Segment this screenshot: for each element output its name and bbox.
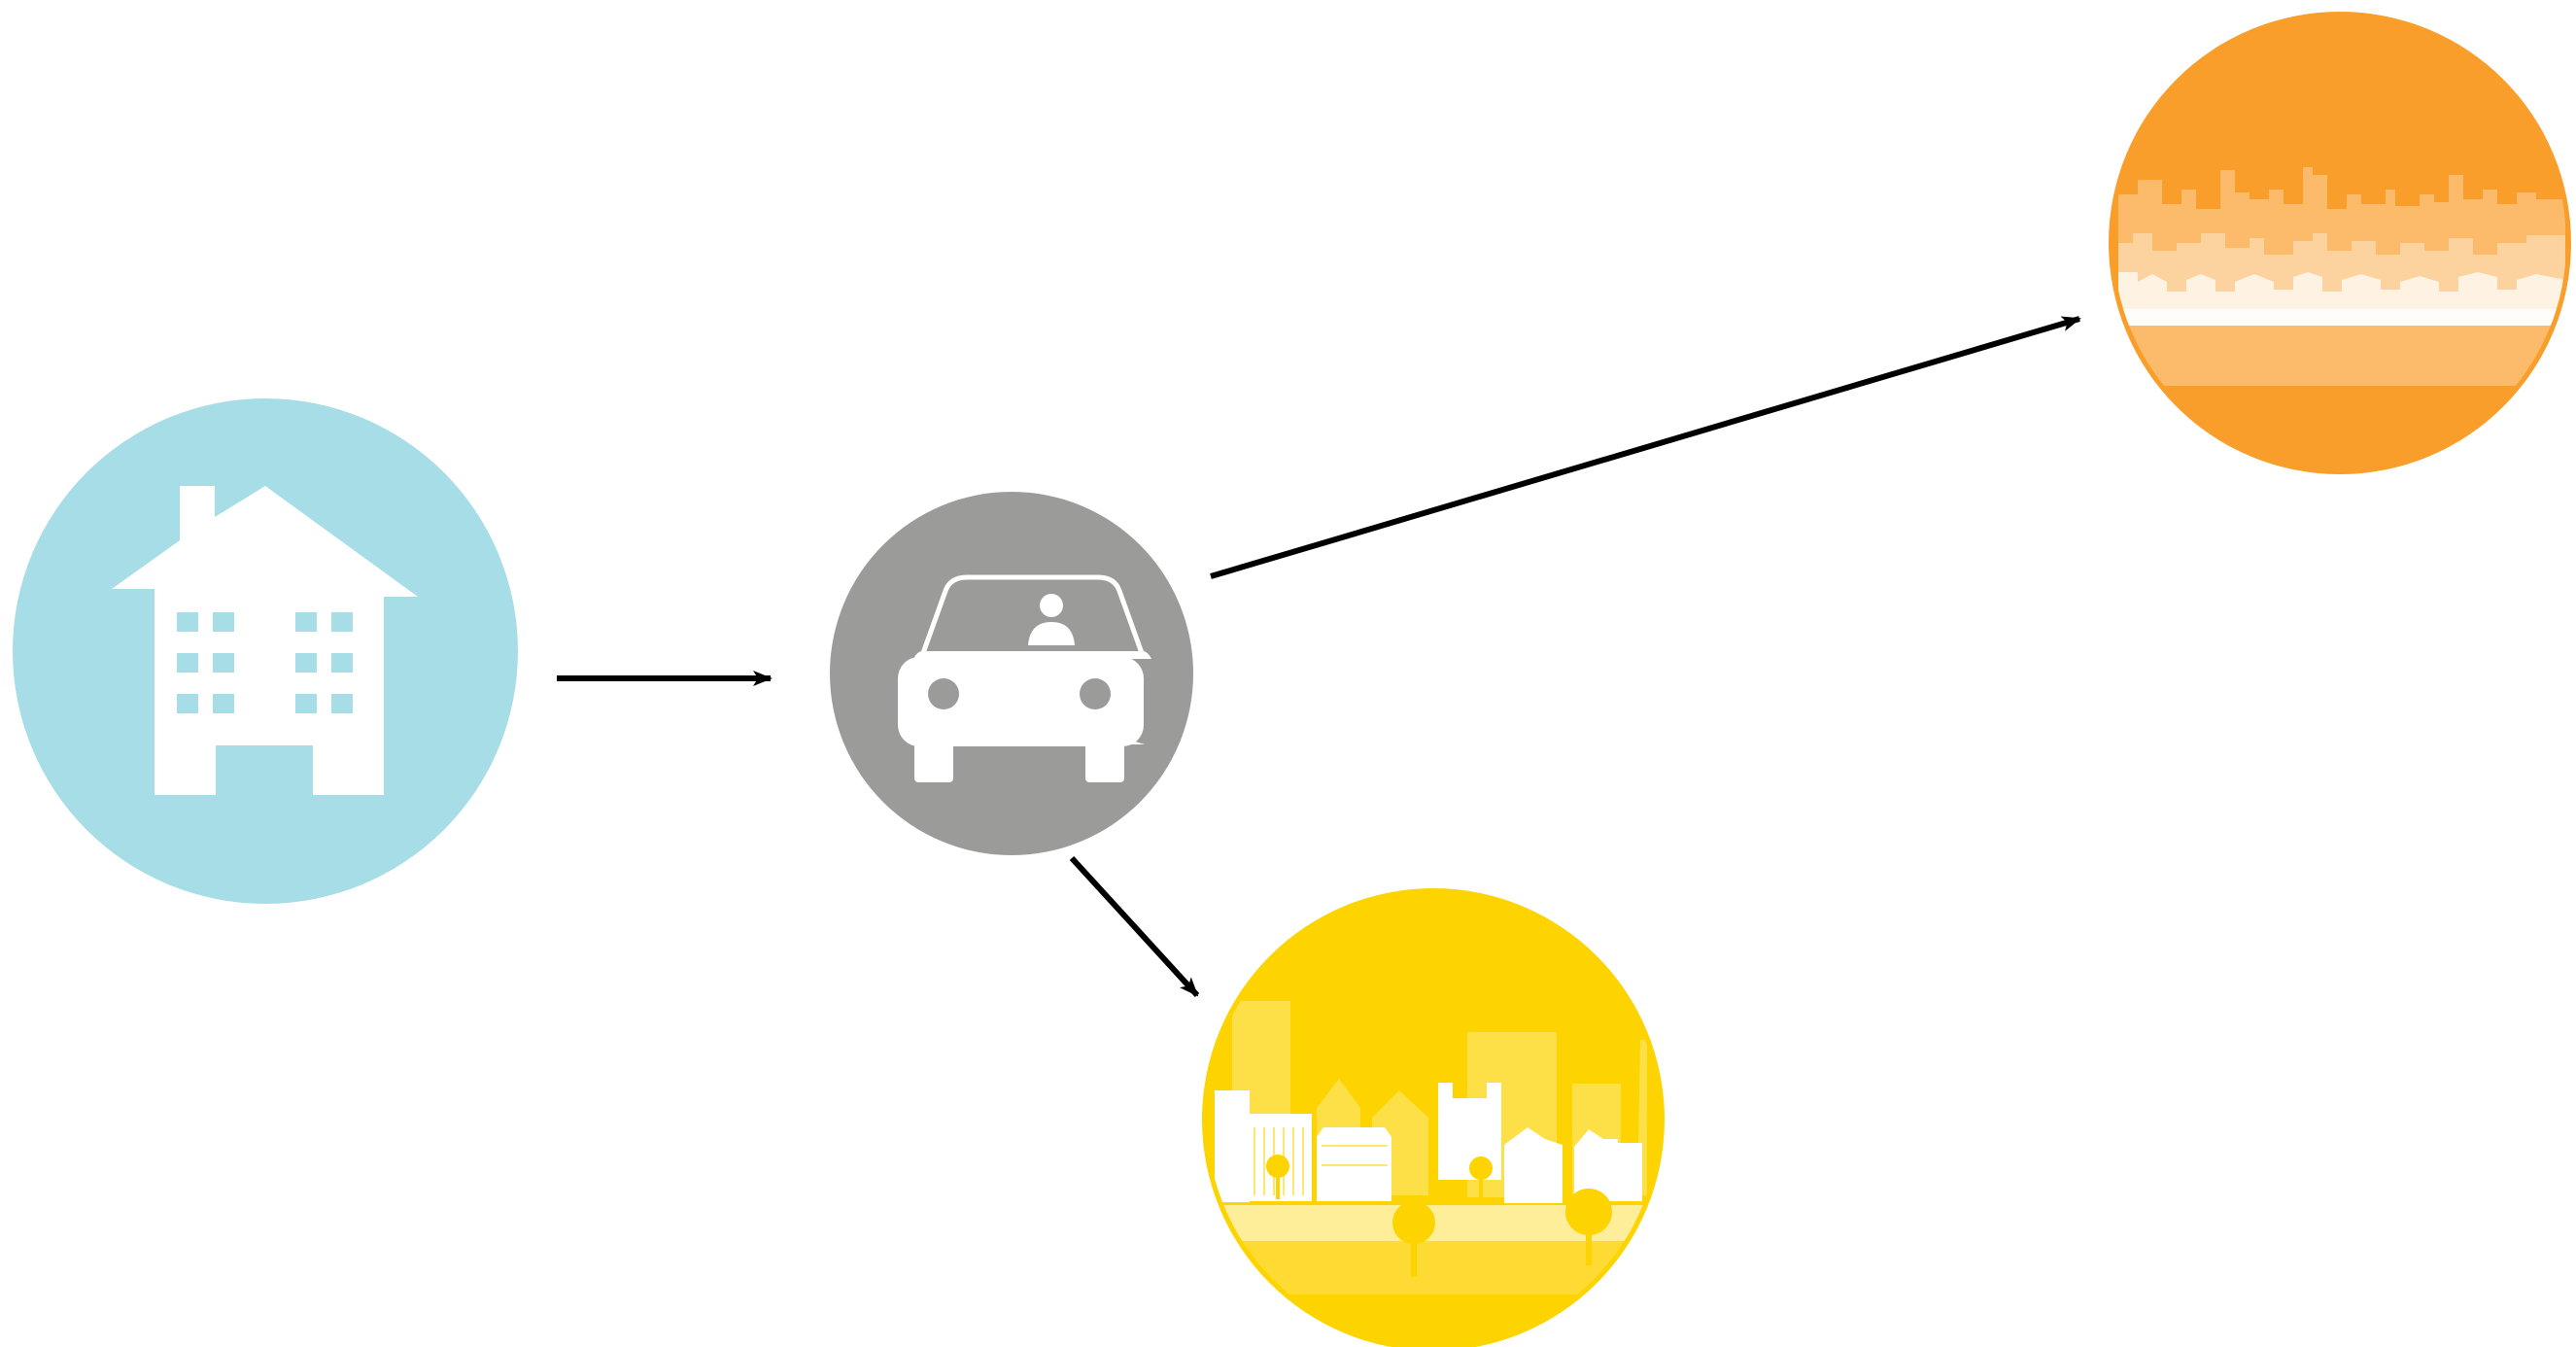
car-with-driver-icon [898,574,1151,782]
city-node [2109,12,2571,474]
car-node [830,492,1193,855]
city-node-circle [2109,12,2571,474]
suburb-node [1202,888,1665,1347]
city-skyline-icon [2113,167,2566,386]
arrow-car-to-city [1210,316,2081,579]
home-node [13,398,518,904]
suburb-town-icon [1207,1001,1660,1295]
arrows [557,316,2081,998]
apartment-building-icon [112,486,418,795]
arrow-car-to-suburb [1069,855,1200,998]
